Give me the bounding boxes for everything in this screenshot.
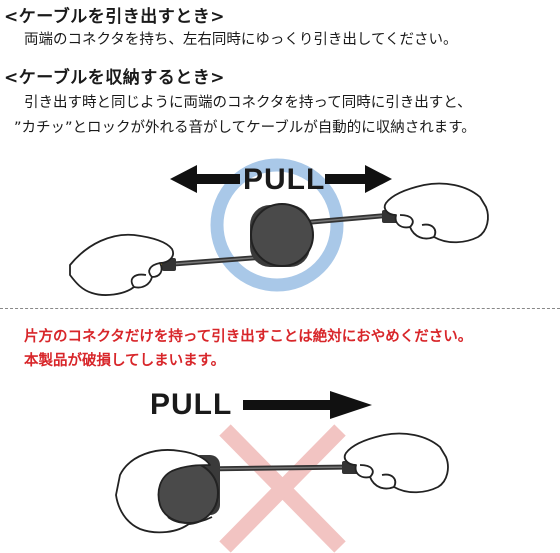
cross-mark-icon	[219, 424, 346, 553]
pull-instructions: 両端のコネクタを持ち、左右同時にゆっくり引き出してください。	[24, 32, 458, 48]
right-hand-icon	[383, 182, 489, 244]
pull-heading: <ケーブルを引き出すとき>	[4, 7, 225, 27]
wrong-pull-illustration	[115, 391, 449, 553]
highlight-ring	[210, 158, 344, 292]
pull-label-correct: PULL	[243, 163, 326, 196]
right-hand-icon	[343, 432, 449, 494]
pull-label-wrong: PULL	[150, 388, 233, 421]
section-divider	[0, 308, 560, 309]
cable-reel-icon	[250, 203, 314, 267]
retract-instructions-line1: 引き出す時と同じように両端のコネクタを持って同時に引き出すと、	[24, 95, 472, 111]
retract-heading: <ケーブルを収納するとき>	[4, 68, 225, 88]
double-arrow-icon	[170, 165, 392, 193]
correct-pull-illustration	[69, 158, 489, 296]
left-hand-icon	[115, 449, 213, 534]
right-arrow-icon	[243, 391, 372, 419]
warning-line2: 本製品が破損してしまいます。	[24, 353, 226, 369]
left-hand-icon	[69, 233, 174, 296]
retract-instructions-line2: ”カチッ”とロックが外れる音がしてケーブルが自動的に収納されます。	[14, 120, 476, 136]
warning-line1: 片方のコネクタだけを持って引き出すことは絶対におやめください。	[24, 329, 473, 345]
